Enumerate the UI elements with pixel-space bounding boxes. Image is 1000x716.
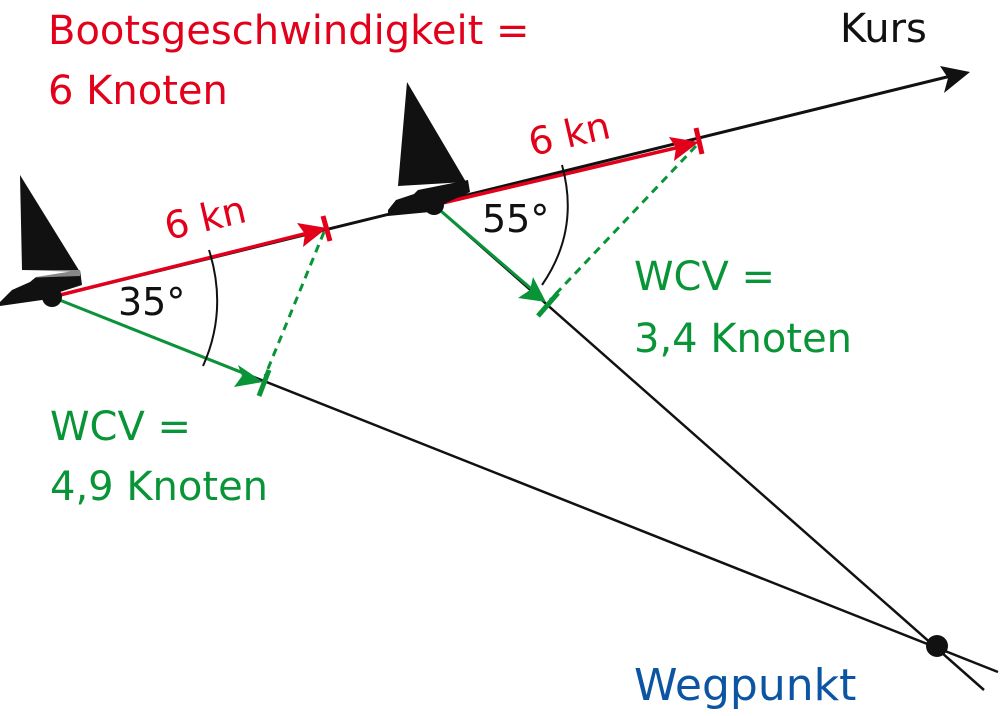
sailboat-icon-2 [388, 82, 470, 216]
speed-arrowhead-2 [669, 137, 699, 161]
wcv-label-1-line2: 4,9 Knoten [50, 464, 268, 510]
wcv-label-2-line2: 3,4 Knoten [634, 316, 852, 362]
wcv-tick-1 [256, 369, 272, 397]
wcv-vector-1 [51, 295, 249, 377]
speed-vector-1 [51, 230, 313, 299]
wcv-arrowhead-1 [234, 365, 263, 387]
angle-label-2: 55° [482, 197, 549, 241]
projection-line-2 [548, 144, 698, 302]
speed-label-1: 6 kn [160, 187, 250, 248]
projection-line-1 [263, 231, 326, 377]
waypoint-label: Wegpunkt [634, 660, 856, 711]
speed-vector-2 [433, 144, 685, 207]
angle-label-1: 35° [118, 280, 185, 324]
wcv-label-1-line1: WCV = [50, 404, 191, 450]
speed-tick-1 [320, 215, 333, 242]
speed-arrowhead-1 [297, 223, 327, 247]
course-label: Kurs [840, 6, 927, 52]
waypoint-marker [926, 635, 948, 657]
angle-arc-1 [202, 249, 219, 367]
speed-tick-2 [693, 127, 705, 155]
wcv-vector-2 [433, 203, 536, 294]
wcv-arrowhead-2 [518, 277, 546, 302]
boat-speed-title-line1: Bootsgeschwindigkeit = [48, 8, 530, 54]
speed-label-2: 6 kn [524, 103, 614, 164]
course-arrowhead [940, 66, 970, 93]
wcv-tick-2 [536, 291, 560, 318]
scenario-1 [42, 215, 333, 397]
wcv-label-2-line1: WCV = [634, 254, 775, 300]
boat-speed-title-line2: 6 Knoten [48, 68, 228, 114]
sailboat-icon-1 [0, 175, 82, 306]
angle-arc-2 [541, 164, 569, 286]
